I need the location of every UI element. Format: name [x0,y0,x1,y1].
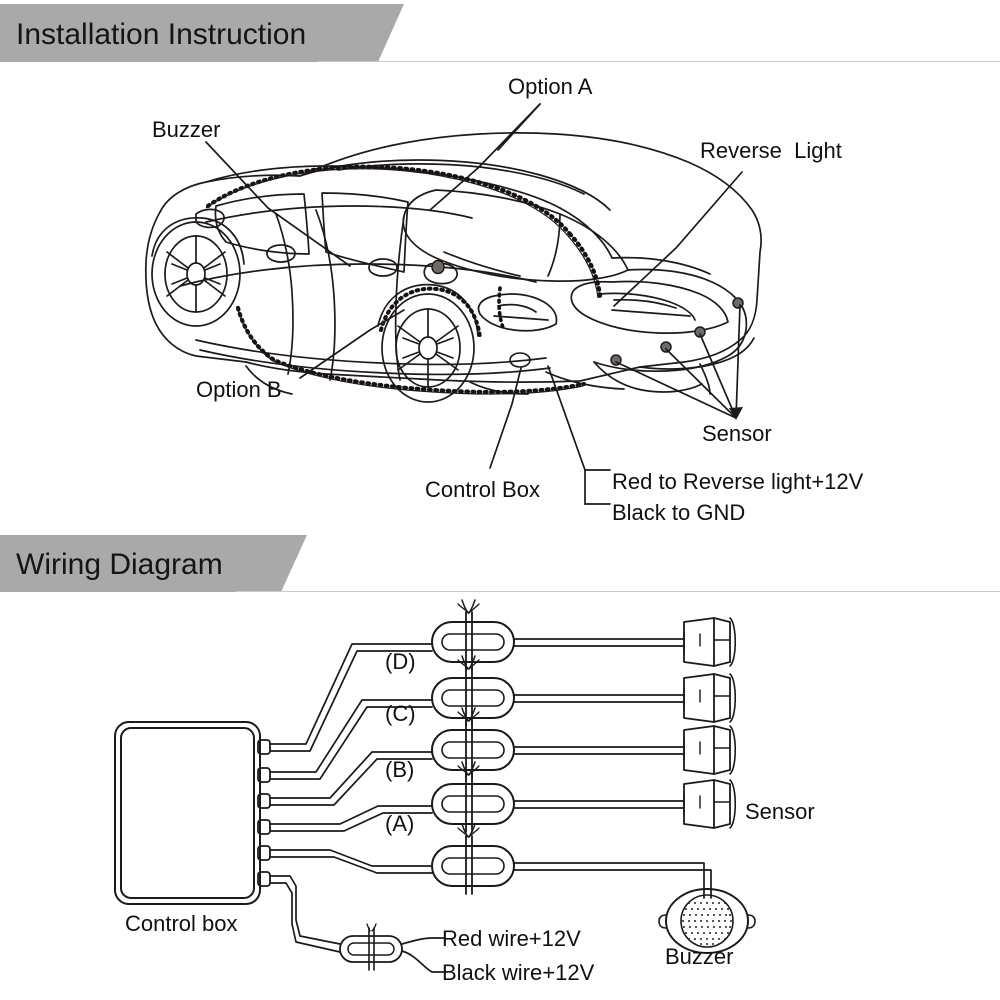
control-box-ports [257,739,271,887]
connector-a [431,761,515,833]
wire-buzzer [269,849,433,874]
wiring-banner-shape [0,535,307,592]
label-sensor: Sensor [702,421,772,446]
wiring-banner-underline [236,591,1000,592]
car-illustration [144,103,762,505]
wire-power [269,875,341,953]
control-box-marker [509,352,531,368]
sensors [683,617,737,829]
wire-a [269,805,433,832]
control-box-outer [114,721,261,905]
power-splitter [339,923,403,971]
sensor-leads [513,638,685,809]
installation-banner-title: Installation Instruction [16,18,307,51]
label-wiring-sensor: Sensor [745,799,815,824]
wiring-banner-title: Wiring Diagram [16,548,223,581]
buzzer-lead [513,862,712,899]
label-channel-c: (C) [385,701,416,726]
connector-c [431,655,515,727]
label-wiring-control-box: Control box [125,911,238,936]
label-option-a: Option A [508,74,593,99]
buzzer-body [658,888,756,954]
installation-banner-underline [318,61,1000,62]
label-wiring-buzzer: Buzzer [665,944,734,969]
label-black-to-gnd: Black to GND [612,500,746,525]
led-strip-option-a [205,164,573,237]
power-branch-wires [401,937,445,973]
label-channel-d: (D) [385,649,416,674]
wire-d [269,643,433,752]
leader-lines [205,103,743,505]
label-red-to-reverse-light: Red to Reverse light+12V [612,469,864,494]
connector-buzzer [431,823,515,895]
label-black-wire: Black wire+12V [442,960,595,985]
buzzer-marker [431,259,445,275]
control-box-inner [120,727,255,899]
buzzer-mesh [681,901,733,946]
label-control-box: Control Box [425,477,540,502]
wire-b [269,751,433,806]
led-strip-option-b [235,305,587,395]
wire-c [269,699,433,780]
installation-banner-shape [0,4,404,62]
label-channel-b: (B) [385,757,415,782]
label-option-b: Option B [196,377,282,402]
label-buzzer: Buzzer [152,117,221,142]
label-red-wire: Red wire+12V [442,926,581,951]
label-channel-a: (A) [385,811,415,836]
label-reverse-light: Reverse Light [700,138,842,163]
